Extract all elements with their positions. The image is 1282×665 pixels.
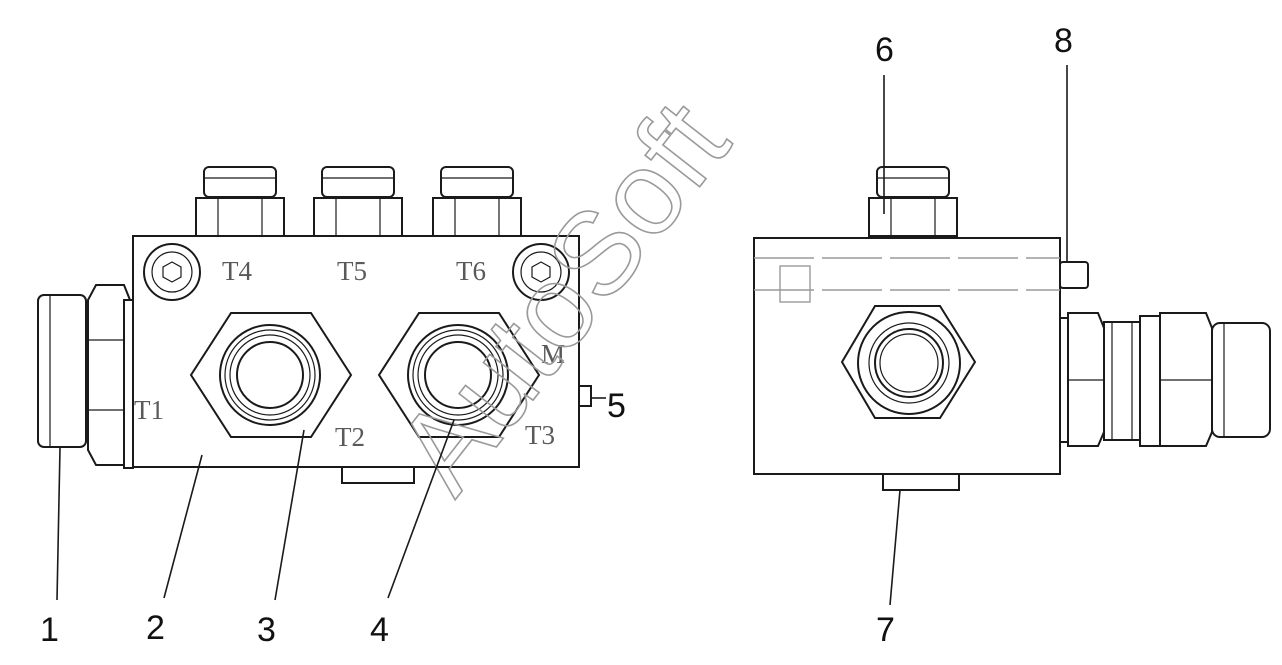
front-view: T4 T5 T6 T1 T2 T3 M [37, 166, 592, 484]
top-fitting-t4 [195, 166, 285, 237]
bottom-tab-front [341, 466, 415, 484]
callout-1: 1 [40, 611, 59, 649]
side-view [753, 166, 1271, 491]
leader-lines [56, 65, 1068, 606]
port-label-t6: T6 [456, 256, 486, 286]
callout-4: 4 [370, 611, 389, 649]
callout-7: 7 [876, 611, 895, 649]
side-fitting-t1 [37, 284, 134, 469]
internal-bore [754, 257, 1060, 303]
port-fitting-t2 [189, 312, 353, 438]
callout-3: 3 [257, 611, 276, 649]
port-label-m: M [541, 339, 565, 369]
bottom-tab-side [882, 473, 960, 491]
callout-2: 2 [146, 609, 165, 647]
pin-8 [1059, 261, 1089, 289]
callout-6: 6 [875, 31, 894, 69]
port-label-t5: T5 [337, 256, 367, 286]
top-fitting-t6 [432, 166, 522, 237]
plug-left [143, 243, 201, 301]
port-label-t2: T2 [335, 422, 365, 452]
callout-8: 8 [1054, 22, 1073, 60]
gauge-port-m [578, 385, 592, 407]
port-label-t1: T1 [134, 395, 164, 425]
port-label-t4: T4 [222, 256, 252, 286]
top-fitting-t5 [313, 166, 403, 237]
plug-right [512, 243, 570, 301]
side-fitting-right [1059, 312, 1271, 447]
central-port-side [840, 305, 977, 419]
callout-5: 5 [607, 387, 626, 425]
port-fitting-t3 [377, 312, 541, 438]
port-label-t3: T3 [525, 420, 555, 450]
top-fitting-6 [868, 166, 958, 237]
